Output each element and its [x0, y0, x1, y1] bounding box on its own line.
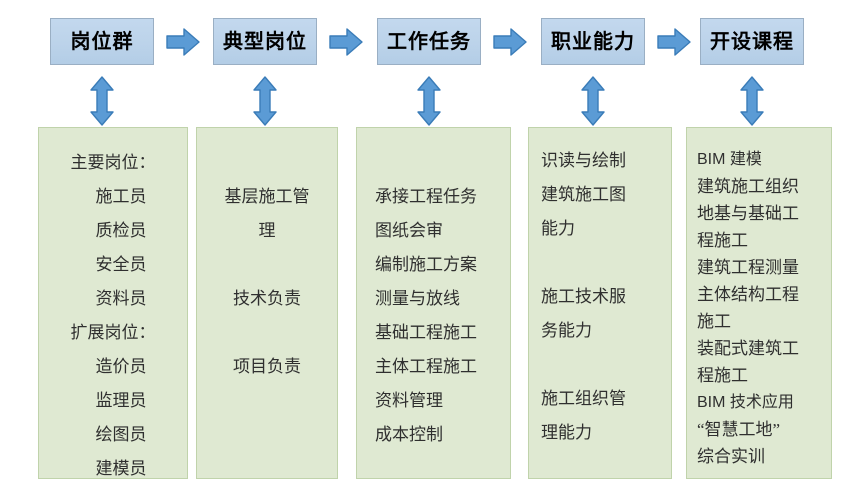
list-item: 监理员 [95, 391, 147, 410]
list-item: 综合实训 [697, 447, 765, 466]
up-down-arrow-icon-4 [580, 76, 606, 126]
list-item: 测量与放线 [375, 289, 460, 308]
list-item: 图纸会审 [375, 221, 443, 240]
header-label: 工作任务 [387, 30, 471, 53]
list-item: 施工技术服 务能力 [541, 287, 626, 340]
list-item: … [697, 470, 825, 478]
header-box-job-group[interactable]: 岗位群 [50, 18, 154, 65]
list-item: BIM 建模 [697, 151, 762, 168]
up-down-arrow-icon-3 [416, 76, 442, 126]
list-item: 识读与绘制 建筑施工图 能力 [541, 151, 626, 238]
list-item: 资料员 [95, 289, 147, 308]
list-item: 技术负责 [233, 289, 301, 308]
list-item: 建模员 [95, 459, 147, 478]
right-arrow-icon-4 [657, 27, 691, 57]
list-item: 建筑工程测量 [697, 258, 799, 277]
right-arrow-icon-1 [166, 27, 200, 57]
list-item: 质检员 [95, 221, 147, 240]
header-box-vocational-ability[interactable]: 职业能力 [541, 18, 645, 65]
header-label: 典型岗位 [223, 30, 307, 53]
list-item: 装配式建筑工 [697, 339, 799, 358]
body-box-vocational-ability: 识读与绘制 建筑施工图 能力 施工技术服 务能力 施工组织管 理能力 建筑工程计… [528, 127, 672, 479]
list-item: 主要岗位： [70, 153, 156, 172]
header-label: 开设课程 [710, 30, 794, 53]
header-box-typical-position[interactable]: 典型岗位 [213, 18, 317, 65]
header-label: 职业能力 [551, 30, 635, 53]
list-item: 基础工程施工 [375, 323, 477, 342]
list-item: 安全员 [95, 255, 147, 274]
body-box-typical-position: 基层施工管理 技术负责 项目负责 [196, 127, 338, 479]
right-arrow-icon-3 [493, 27, 527, 57]
list-item: 施工 [697, 312, 731, 331]
list-item: 承接工程任务 [375, 187, 477, 206]
header-box-work-task[interactable]: 工作任务 [377, 18, 481, 65]
list-item: 项目负责 [233, 357, 301, 376]
body-box-work-task: 承接工程任务 图纸会审 编制施工方案 测量与放线 基础工程施工 主体工程施工 资… [356, 127, 511, 479]
up-down-arrow-icon-1 [89, 76, 115, 126]
body-box-offered-course: BIM 建模 建筑施工组织 地基与基础工 程施工 建筑工程测量 主体结构工程 施… [686, 127, 832, 479]
list-item: BIM 技术应用 [697, 394, 794, 411]
up-down-arrow-icon-5 [739, 76, 765, 126]
header-box-offered-course[interactable]: 开设课程 [700, 18, 804, 65]
list-item: 绘图员 [95, 425, 147, 444]
list-item: “智慧工地” [697, 420, 781, 439]
list-item: 程施工 [697, 366, 748, 385]
list-item: 编制施工方案 [375, 255, 477, 274]
list-item: 基层施工管理 [224, 187, 310, 240]
list-item: 地基与基础工 [697, 204, 799, 223]
right-arrow-icon-2 [329, 27, 363, 57]
list-item: 主体结构工程 [697, 285, 799, 304]
list-item: 建筑施工组织 [697, 177, 799, 196]
header-label: 岗位群 [70, 30, 134, 53]
list-item: 资料管理 [375, 391, 443, 410]
list-item: 主体工程施工 [375, 357, 477, 376]
up-down-arrow-icon-2 [252, 76, 278, 126]
list-item: 成本控制 [375, 425, 443, 444]
list-item: 施工员 [95, 187, 147, 206]
list-item: 造价员 [95, 357, 147, 376]
list-item: 程施工 [697, 231, 748, 250]
list-item: 扩展岗位： [70, 323, 156, 342]
body-box-job-group: 主要岗位： 施工员 质检员 安全员 资料员 扩展岗位： 造价员 监理员 绘图员 … [38, 127, 188, 479]
list-item: 施工组织管 理能力 [541, 389, 626, 442]
